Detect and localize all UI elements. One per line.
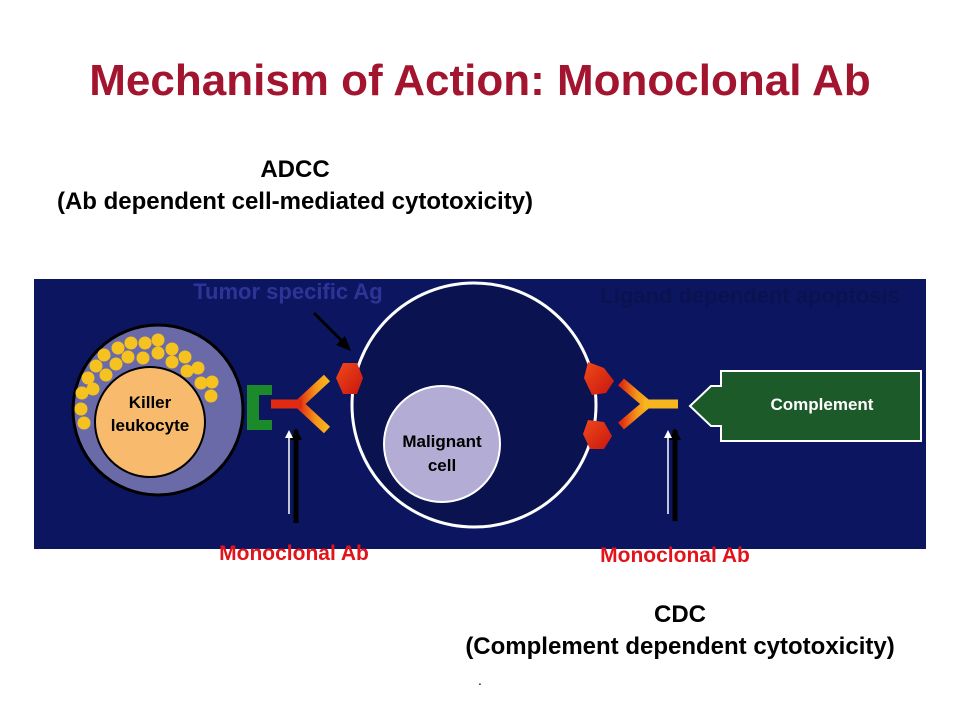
cdc-heading: CDC [654,601,706,628]
cdc-caption: CDC (Complement dependent cytotoxicity) [430,599,930,663]
complement-label: Complement [771,395,874,414]
antibody-right [618,378,678,430]
malignant-cell: Malignant cell [350,281,598,529]
malignant-label-line1: Malignant [402,432,482,451]
footer-dot: . [478,672,482,688]
antibody-left [271,374,331,434]
page-title: Mechanism of Action: Monoclonal Ab [89,56,871,105]
antigen-left [336,363,363,394]
antigen-right-bottom [583,420,612,449]
killer-leukocyte: Killer leukocyte [71,323,245,497]
up-arrow-left [285,428,302,523]
complement-box: Complement [688,370,922,442]
granules [74,333,219,430]
up-arrow-right [664,428,681,521]
adcc-subheading: (Ab dependent cell-mediated cytotoxicity… [56,188,534,215]
malignant-label-line2: cell [428,456,456,475]
adcc-caption: ADCC (Ab dependent cell-mediated cytotox… [0,154,590,218]
cdc-subheading: (Complement dependent cytotoxicity) [465,633,895,660]
tumor-ag-pointer-arrow [312,311,351,351]
antigen-right-top [584,362,614,395]
fc-receptor [247,385,272,430]
mab-label-left: Monoclonal Ab [219,542,369,565]
killer-label-line2: leukocyte [111,416,189,435]
mab-label-right: Monoclonal Ab [600,544,750,567]
killer-label-line1: Killer [129,393,172,412]
adcc-heading: ADCC [260,156,330,183]
tumor-ag-label: Tumor specific Ag [193,279,382,304]
ligand-apoptosis-label: Ligand dependent apoptosis [600,283,899,308]
